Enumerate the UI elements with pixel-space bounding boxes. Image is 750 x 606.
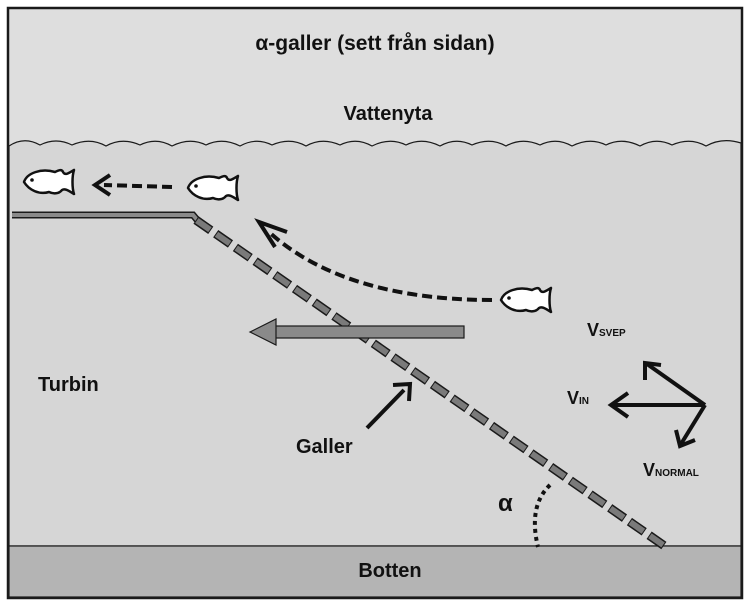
bottom-label: Botten bbox=[358, 560, 422, 582]
v-in-label: VIN bbox=[567, 388, 589, 409]
v-in-sub: IN bbox=[579, 396, 590, 407]
fish-icon-approaching bbox=[499, 286, 553, 314]
turbine-label: Turbin bbox=[38, 374, 99, 396]
v-normal-main: V bbox=[643, 460, 656, 480]
v-in-main: V bbox=[567, 388, 580, 408]
fish-icon-exit bbox=[22, 168, 76, 196]
fish-path-arrow bbox=[266, 229, 493, 302]
v-sweep-main: V bbox=[587, 320, 600, 340]
v-sweep-sub: SVEP bbox=[599, 328, 626, 339]
fish-exit-arrow bbox=[103, 183, 173, 189]
diagram-title: α-galler (sett från sidan) bbox=[255, 32, 495, 55]
grid-pointer-arrow bbox=[365, 388, 406, 430]
water-surface-label: Vattenyta bbox=[343, 103, 433, 125]
angle-arc bbox=[532, 483, 552, 548]
v-normal-sub: NORMAL bbox=[655, 468, 699, 479]
v-sweep-label: VSVEP bbox=[587, 320, 626, 341]
fish-icon-entering bbox=[186, 174, 240, 202]
grid-label: Galler bbox=[296, 436, 353, 458]
velocity-vectors bbox=[607, 360, 707, 449]
v-normal-label: VNORMAL bbox=[643, 460, 699, 481]
river-bottom bbox=[8, 545, 742, 598]
fish-path-arrowhead bbox=[254, 218, 288, 249]
flow-arrow bbox=[248, 318, 465, 346]
angle-label: α bbox=[498, 490, 513, 517]
